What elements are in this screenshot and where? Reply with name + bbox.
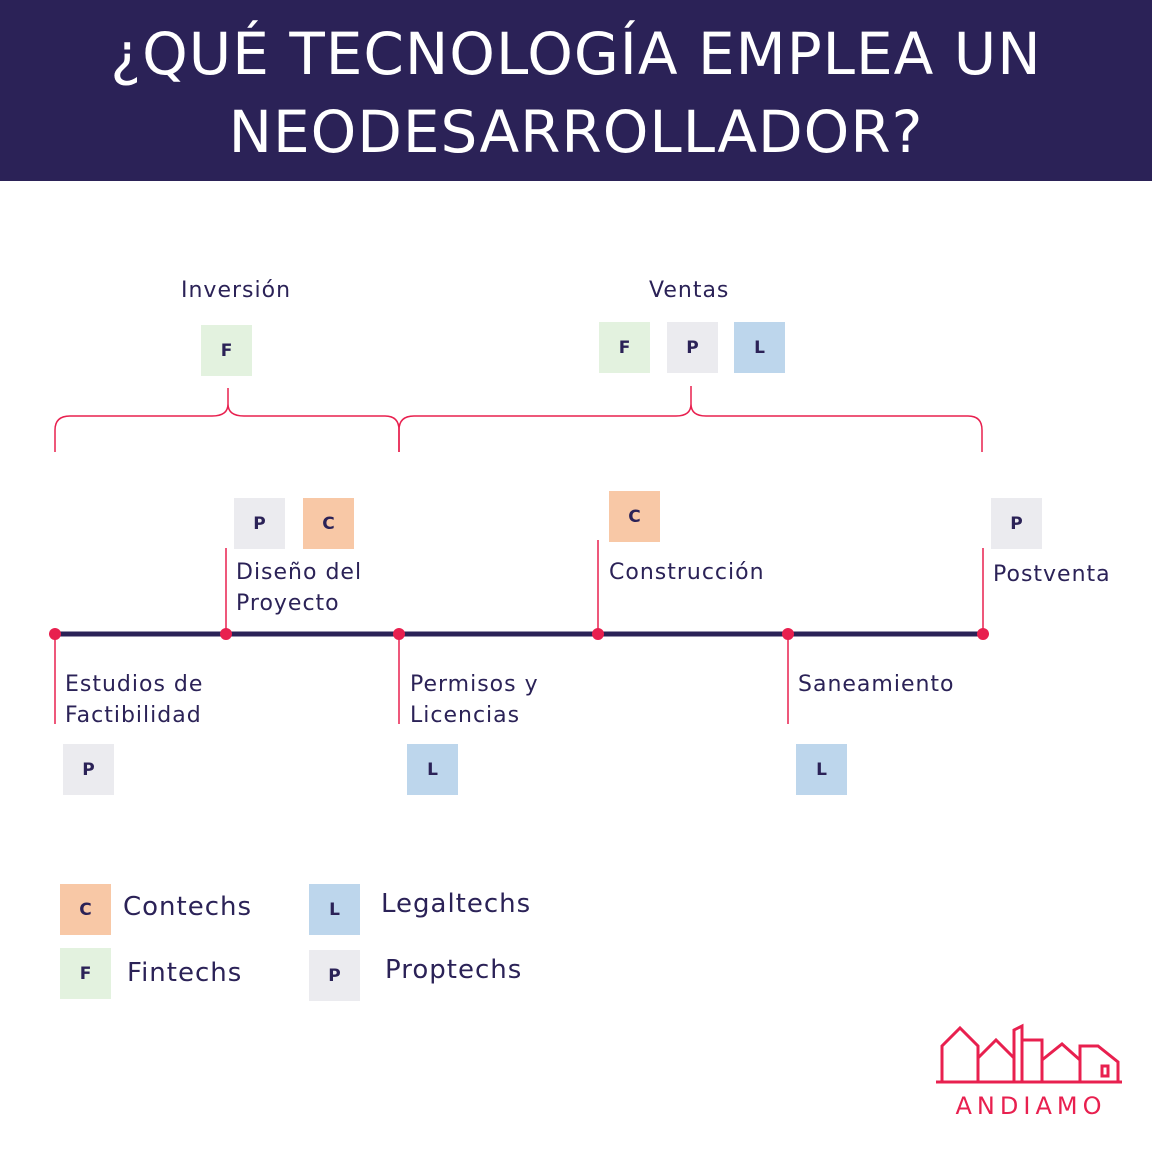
stage-label-construccion-line1: Construcción — [609, 560, 765, 585]
andiamo-logo-text: ANDIAMO — [955, 1092, 1107, 1120]
dot-saneamiento — [782, 628, 794, 640]
stage-label-postventa: Postventa — [993, 559, 1111, 590]
stage-label-diseno: Diseño del Proyecto — [236, 557, 362, 619]
phase-label-ventas: Ventas — [649, 278, 730, 303]
title-line-2: NEODESARROLLADOR? — [228, 98, 924, 166]
stage-label-diseno-line1: Diseño del — [236, 560, 363, 585]
stage-label-permisos-line2: Licencias — [410, 703, 521, 728]
dot-estudios — [49, 628, 61, 640]
dot-permisos — [393, 628, 405, 640]
legend-legaltech-badge: L — [309, 884, 360, 935]
saneamiento-legaltech-badge: L — [796, 744, 847, 795]
diseno-contech-badge: C — [303, 498, 354, 549]
dot-diseno — [220, 628, 232, 640]
inversion-brace — [54, 388, 400, 452]
ventas-fintech-badge: F — [599, 322, 650, 373]
stage-label-diseno-line2: Proyecto — [236, 591, 340, 616]
legend-fintech-badge: F — [60, 948, 111, 999]
stage-label-postventa-line1: Postventa — [993, 562, 1111, 587]
title-banner: ¿QUÉ TECNOLOGÍA EMPLEA UN NEODESARROLLAD… — [0, 0, 1152, 181]
stage-label-construccion: Construcción — [609, 557, 765, 588]
stage-label-estudios: Estudios de Factibilidad — [65, 669, 203, 731]
estudios-proptech-badge: P — [63, 744, 114, 795]
permisos-legaltech-badge: L — [407, 744, 458, 795]
ventas-brace — [398, 386, 983, 452]
stage-label-permisos: Permisos y Licencias — [410, 669, 539, 731]
stage-label-saneamiento-line1: Saneamiento — [798, 672, 955, 697]
stage-label-estudios-line2: Factibilidad — [65, 703, 202, 728]
ventas-legaltech-badge: L — [734, 322, 785, 373]
legend-fintech-label: Fintechs — [127, 958, 243, 988]
legend-proptech-badge: P — [309, 950, 360, 1001]
stage-label-saneamiento: Saneamiento — [798, 669, 955, 700]
phase-label-inversion: Inversión — [181, 278, 292, 303]
andiamo-logo-icon — [936, 1023, 1122, 1084]
stage-label-estudios-line1: Estudios de — [65, 672, 204, 697]
construccion-contech-badge: C — [609, 491, 660, 542]
legend-contech-badge: C — [60, 884, 111, 935]
inversion-fintech-badge: F — [201, 325, 252, 376]
legend-legaltech-label: Legaltechs — [381, 889, 532, 919]
dot-construccion — [592, 628, 604, 640]
legend-proptech-label: Proptechs — [385, 955, 523, 985]
title-line-1: ¿QUÉ TECNOLOGÍA EMPLEA UN — [110, 20, 1042, 88]
stage-label-permisos-line1: Permisos y — [410, 672, 539, 697]
postventa-proptech-badge: P — [991, 498, 1042, 549]
ventas-proptech-badge: P — [667, 322, 718, 373]
legend-contech-label: Contechs — [123, 892, 253, 922]
diseno-proptech-badge: P — [234, 498, 285, 549]
dot-postventa — [977, 628, 989, 640]
